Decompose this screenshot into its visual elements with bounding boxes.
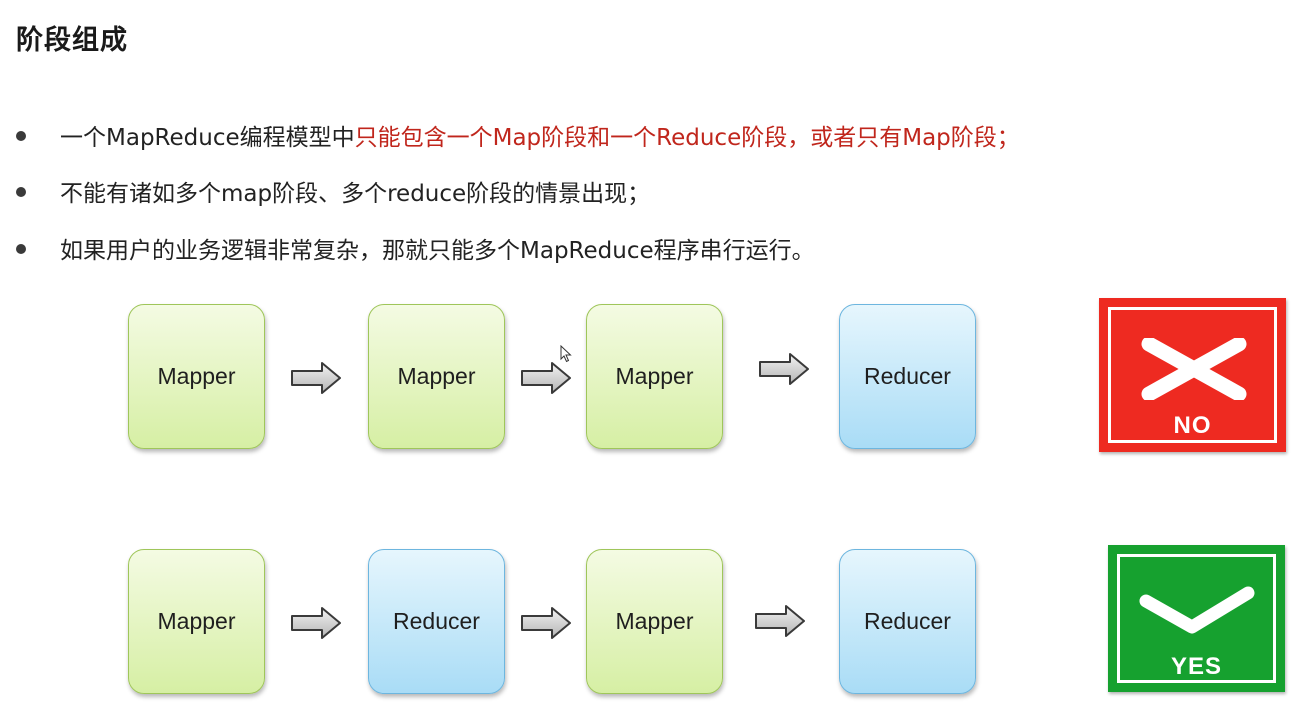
arrow-right-icon xyxy=(755,605,805,637)
bullet-item-1: 一个MapReduce编程模型中只能包含一个Map阶段和一个Reduce阶段，或… xyxy=(16,118,1020,152)
row2-stage-3-mapper: Mapper xyxy=(586,549,723,694)
bullet-item-3: 如果用户的业务逻辑非常复杂，那就只能多个MapReduce程序串行运行。 xyxy=(16,231,815,265)
check-icon xyxy=(1139,586,1255,634)
arrow-right-icon xyxy=(521,607,571,639)
row2-stage-4-reducer: Reducer xyxy=(839,549,976,694)
no-sign-border xyxy=(1108,307,1277,443)
row1-stage-4-reducer: Reducer xyxy=(839,304,976,449)
yes-label: YES xyxy=(1170,653,1223,680)
no-sign: NO xyxy=(1099,298,1286,452)
bullet-highlight-text: 只能包含一个Map阶段和一个Reduce阶段，或者只有Map阶段； xyxy=(354,125,1020,151)
no-label: NO xyxy=(1173,412,1212,439)
arrow-right-icon xyxy=(759,353,809,385)
row2-stage-2-reducer: Reducer xyxy=(368,549,505,694)
arrow-right-icon xyxy=(521,362,571,394)
row1-stage-3-mapper: Mapper xyxy=(586,304,723,449)
arrow-right-icon xyxy=(291,607,341,639)
row1-stage-1-mapper: Mapper xyxy=(128,304,265,449)
row2-stage-1-mapper: Mapper xyxy=(128,549,265,694)
cross-icon xyxy=(1141,338,1247,400)
bullet-dot xyxy=(16,243,26,254)
yes-sign-border xyxy=(1117,554,1276,683)
bullet-dot xyxy=(16,186,26,197)
bullet-text: 一个MapReduce编程模型中 xyxy=(60,125,355,151)
bullet-text: 不能有诸如多个map阶段、多个reduce阶段的情景出现； xyxy=(60,181,651,207)
bullet-text: 如果用户的业务逻辑非常复杂，那就只能多个MapReduce程序串行运行。 xyxy=(60,238,815,264)
page-title: 阶段组成 xyxy=(16,25,128,56)
yes-sign: YES xyxy=(1108,545,1285,692)
bullet-item-2: 不能有诸如多个map阶段、多个reduce阶段的情景出现； xyxy=(16,174,650,208)
bullet-dot xyxy=(16,130,26,141)
mouse-cursor-icon xyxy=(560,345,572,363)
arrow-right-icon xyxy=(291,362,341,394)
row1-stage-2-mapper: Mapper xyxy=(368,304,505,449)
